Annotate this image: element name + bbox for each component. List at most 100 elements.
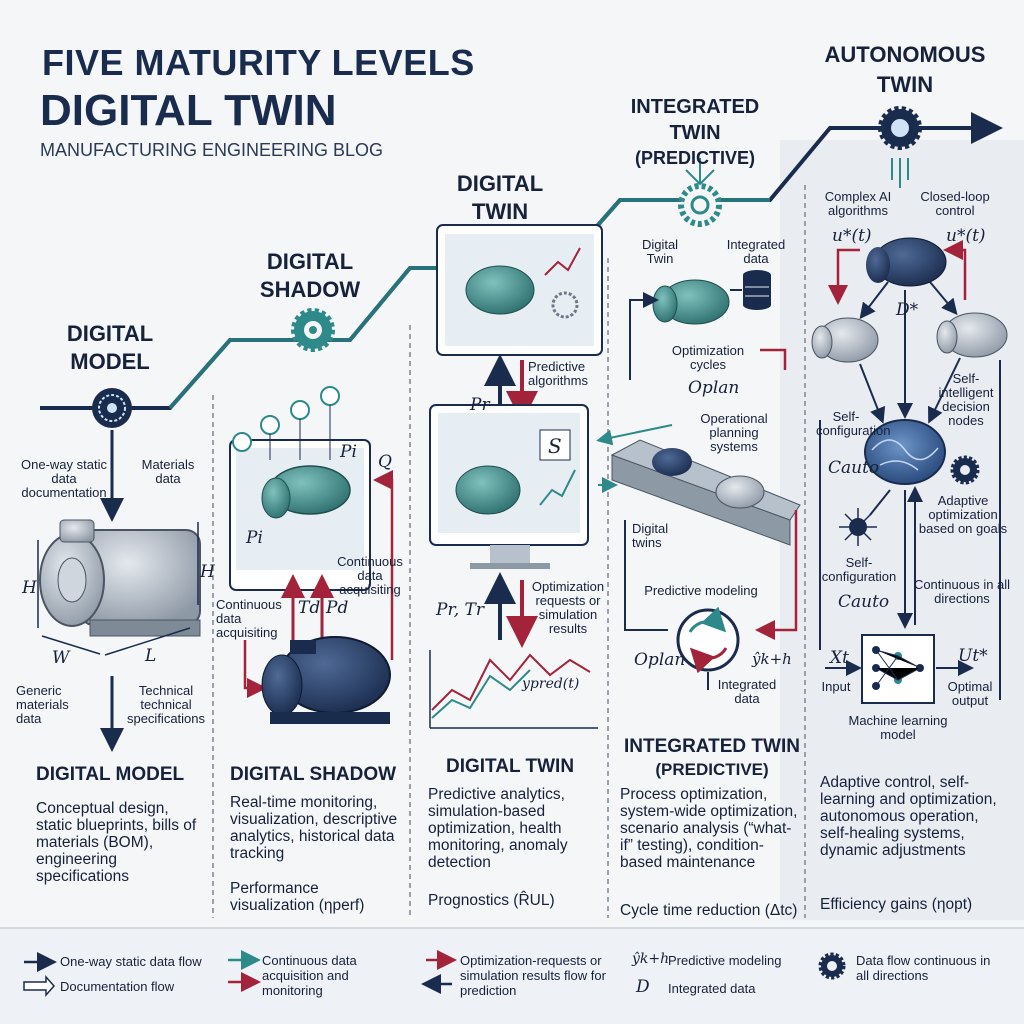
prognostics-metric: Prognostics (R̂UL): [428, 892, 555, 909]
pump-illustration-autonomous-top: [866, 237, 947, 287]
database-icon: [743, 270, 771, 310]
label-continuous-right: Continuous data acquisiting: [337, 554, 403, 597]
math-cauto-1: Cauto: [828, 458, 880, 478]
label-predictive-algorithms: Predictive algorithms: [528, 359, 588, 388]
math-ypred: ypred(t): [522, 676, 580, 692]
math-d-star: D*: [896, 300, 919, 320]
label-continuous-directions: Continuous in all directions: [913, 577, 1011, 606]
legend-allflow: Data flow continuous in all directions: [856, 953, 991, 983]
legend-opt-req: Optimization-requests or simulation resu…: [460, 953, 606, 998]
math-oplan: Oplan: [688, 378, 740, 398]
prediction-chart: [429, 650, 598, 729]
desc-autonomous-twin: Adaptive control, self-learning and opti…: [820, 774, 997, 859]
math-s: S: [548, 434, 562, 458]
math-cauto-2: Cauto: [838, 592, 890, 612]
dim-l: L: [145, 646, 157, 666]
legend-doc: Documentation flow: [60, 979, 175, 994]
heading-digital-twin: DIGITAL TWIN: [446, 756, 575, 777]
pump-illustration-autonomous-right: [936, 312, 1008, 358]
dim-h-left: H: [22, 578, 37, 598]
desc-digital-twin: Predictive analytics, simulation-based o…: [428, 786, 568, 871]
stair-label-shadow: DIGITAL SHADOW: [259, 249, 361, 302]
label-technical-specs: Technical technical specifications: [126, 683, 206, 726]
label-integrated-data: Integrated data: [726, 237, 786, 266]
label-optimal-output: Optimal output: [947, 679, 993, 708]
pump-illustration-integrated: [652, 279, 730, 325]
stair-label-autonomous-2: TWIN: [876, 72, 934, 97]
subtitle: MANUFACTURING ENGINEERING BLOG: [40, 140, 384, 160]
math-pr: Pr: [470, 395, 490, 415]
label-integrated-data-2: Integrated data: [717, 677, 777, 706]
heading-digital-model: DIGITAL MODEL: [36, 764, 185, 785]
label-optimization-cycles: Optimization cycles: [671, 343, 745, 372]
label-materials: Materials data: [141, 457, 195, 486]
legend-pred-modeling: Predictive modeling: [668, 953, 782, 968]
stair-label-model: DIGITAL MODEL: [66, 321, 154, 374]
label-predictive-modeling: Predictive modeling: [644, 583, 758, 598]
math-pi-top: Pi: [340, 442, 357, 462]
dim-h-right: H: [200, 562, 215, 582]
label-closed-loop: Closed-loop control: [920, 189, 990, 218]
brain-icon: [864, 419, 946, 485]
heading-integrated-twin-1: INTEGRATED TWIN: [624, 736, 800, 757]
math-q: Q: [378, 452, 392, 472]
heading-integrated-twin-2: (PREDICTIVE): [655, 760, 769, 779]
gear-icon-twin: [678, 158, 722, 227]
ml-model-icon: [861, 634, 935, 704]
label-ml-model: Machine learning model: [848, 713, 948, 742]
dim-w: W: [52, 648, 70, 668]
legend-integrated: Integrated data: [668, 981, 756, 996]
title-line-2: DIGITAL TWIN: [40, 86, 337, 135]
math-u-left: u*(t): [832, 226, 872, 246]
perf-metric: Performance visualization (ηperf): [230, 880, 365, 914]
label-adaptive-optimization: Adaptive optimization based on goals: [918, 493, 1008, 536]
math-pr-tr: Pr, Tr: [436, 600, 484, 620]
gear-icon-model: [92, 388, 132, 428]
stair-label-autonomous-1: AUTONOMOUS: [824, 42, 986, 67]
label-self-configuration-2: Self-configuration: [821, 555, 897, 584]
predictive-cycle-icon: [676, 606, 740, 674]
legend-continuous: Continuous data acquisition and monitori…: [262, 953, 357, 998]
math-xt: Xt: [830, 648, 849, 668]
label-self-intelligent: Self-intelligent decision nodes: [938, 371, 994, 428]
legend-arrow-doc: [23, 975, 56, 997]
label-self-configuration-1: Self-configuration: [816, 409, 891, 438]
gear-icon-adaptive: [950, 455, 980, 485]
pump-illustration-model: [39, 519, 201, 637]
label-operational-planning: Operational planning systems: [700, 411, 768, 454]
label-complex-ai: Complex AI algorithms: [824, 189, 892, 218]
math-pi-left: Pi: [246, 528, 263, 548]
label-digital-twins: Digital twins: [632, 521, 669, 550]
label-static-doc: One-way static data documentation: [21, 457, 107, 500]
desc-digital-shadow: Real-time monitoring, visualization, des…: [230, 794, 398, 862]
monitor-illustration-shadow: [229, 439, 371, 591]
monitor-illustration-twin-middle: [429, 404, 589, 569]
math-ut: Ut*: [958, 646, 988, 666]
label-digital-twin: Digital Twin: [641, 237, 679, 266]
chip-icon: [839, 508, 877, 546]
conveyor-illustration: [610, 439, 801, 546]
cycle-metric: Cycle time reduction (Δtc): [620, 902, 798, 919]
math-oplan-2: Oplan: [634, 650, 686, 670]
math-pd: Pd: [326, 598, 349, 618]
math-td: Td: [298, 598, 321, 618]
desc-digital-model: Conceptual design, static blueprints, bi…: [36, 800, 197, 885]
label-generic-materials: Generic materials data: [16, 683, 69, 726]
gear-icon-autonomous: [878, 106, 922, 188]
math-yk: ŷk+h: [752, 650, 792, 668]
stair-label-twin: DIGITAL TWIN: [456, 171, 544, 224]
label-continuous-left: Continuous data acquisiting: [216, 597, 282, 640]
stair-label-integrated-1: INTEGRATED TWIN: [630, 96, 760, 144]
pump-illustration-autonomous-left: [811, 317, 879, 363]
math-u-right: u*(t): [946, 226, 986, 246]
label-input: Input: [821, 679, 851, 694]
legend-yk-symbol: ŷk+h: [632, 951, 670, 967]
monitor-illustration-twin-top: [436, 224, 603, 356]
legend-d-symbol: D: [636, 977, 650, 997]
legend-oneway: One-way static data flow: [60, 954, 202, 969]
title-line-1: FIVE MATURITY LEVELS: [42, 42, 475, 83]
label-optimization-requests: Optimization requests or simulation resu…: [531, 579, 605, 636]
stair-label-integrated-2: (PREDICTIVE): [634, 148, 755, 168]
pump-illustration-shadow: [261, 636, 391, 724]
